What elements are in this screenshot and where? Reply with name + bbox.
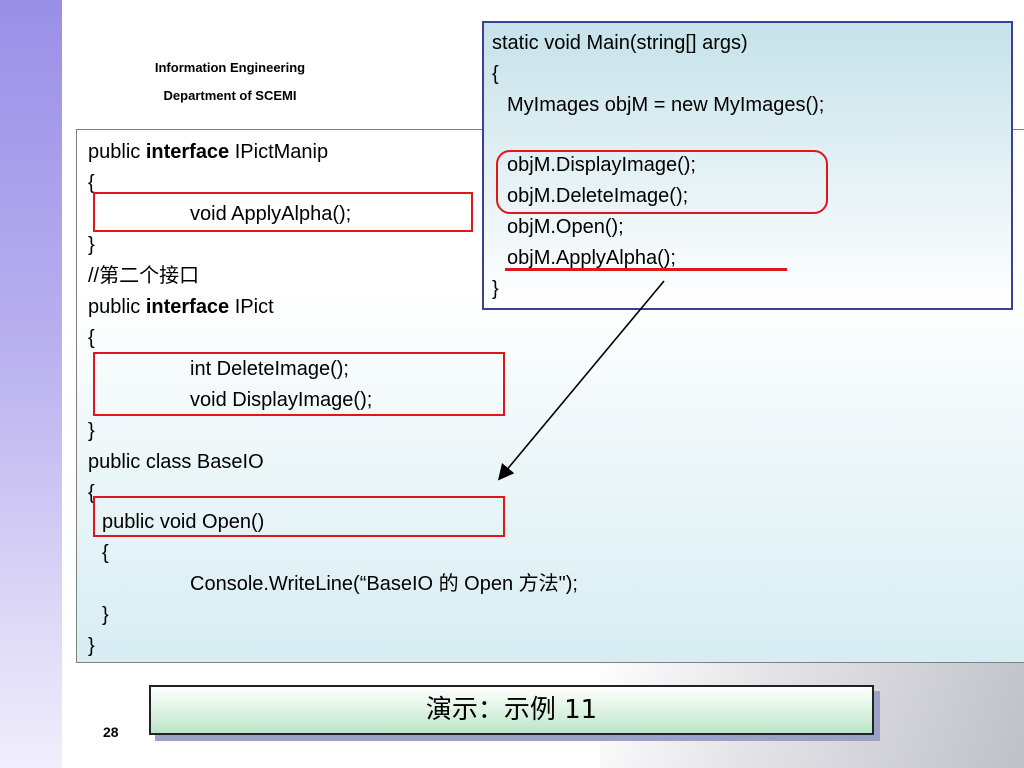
code-line: { <box>88 172 95 194</box>
code-comment: //第二个接口 <box>88 265 200 287</box>
code-line: public void Open() <box>102 511 265 533</box>
code-line: Console.WriteLine(“BaseIO 的 Open 方法"); <box>190 573 578 595</box>
code-line: objM.ApplyAlpha(); <box>507 247 676 269</box>
code-line: void ApplyAlpha(); <box>190 203 352 225</box>
highlight-display-delete-calls <box>496 150 828 214</box>
underline-apply-alpha-call <box>505 268 787 271</box>
code-line: objM.DeleteImage(); <box>507 185 689 207</box>
org-name-line1: Information Engineering <box>154 60 306 75</box>
code-line: } <box>88 635 95 657</box>
main-method-box <box>482 21 1013 310</box>
code-line: { <box>492 63 499 85</box>
code-line: } <box>88 420 95 442</box>
code-line: int DeleteImage(); <box>190 358 349 380</box>
page-number: 28 <box>103 724 119 740</box>
highlight-ipict-methods <box>93 352 505 416</box>
code-line: } <box>88 234 95 256</box>
code-line: public interface IPictManip <box>88 141 329 163</box>
code-line: } <box>102 604 109 626</box>
code-line: public class BaseIO <box>88 451 264 473</box>
highlight-open-method <box>93 496 505 537</box>
highlight-apply-alpha <box>93 192 473 232</box>
code-line: { <box>102 542 109 564</box>
code-line: void DisplayImage(); <box>190 389 373 411</box>
sidebar-decoration <box>0 0 62 768</box>
demo-banner: 演示：示例 11 <box>149 685 874 735</box>
code-line: static void Main(string[] args) <box>492 32 748 54</box>
code-line: { <box>88 327 95 349</box>
code-line: public interface IPict <box>88 296 274 318</box>
code-line: { <box>88 482 95 504</box>
org-name-line2: Department of SCEMI <box>163 88 297 103</box>
code-line: } <box>492 278 499 300</box>
code-line: objM.Open(); <box>507 216 624 238</box>
code-line: objM.DisplayImage(); <box>507 154 696 176</box>
code-line: MyImages objM = new MyImages(); <box>507 94 825 116</box>
